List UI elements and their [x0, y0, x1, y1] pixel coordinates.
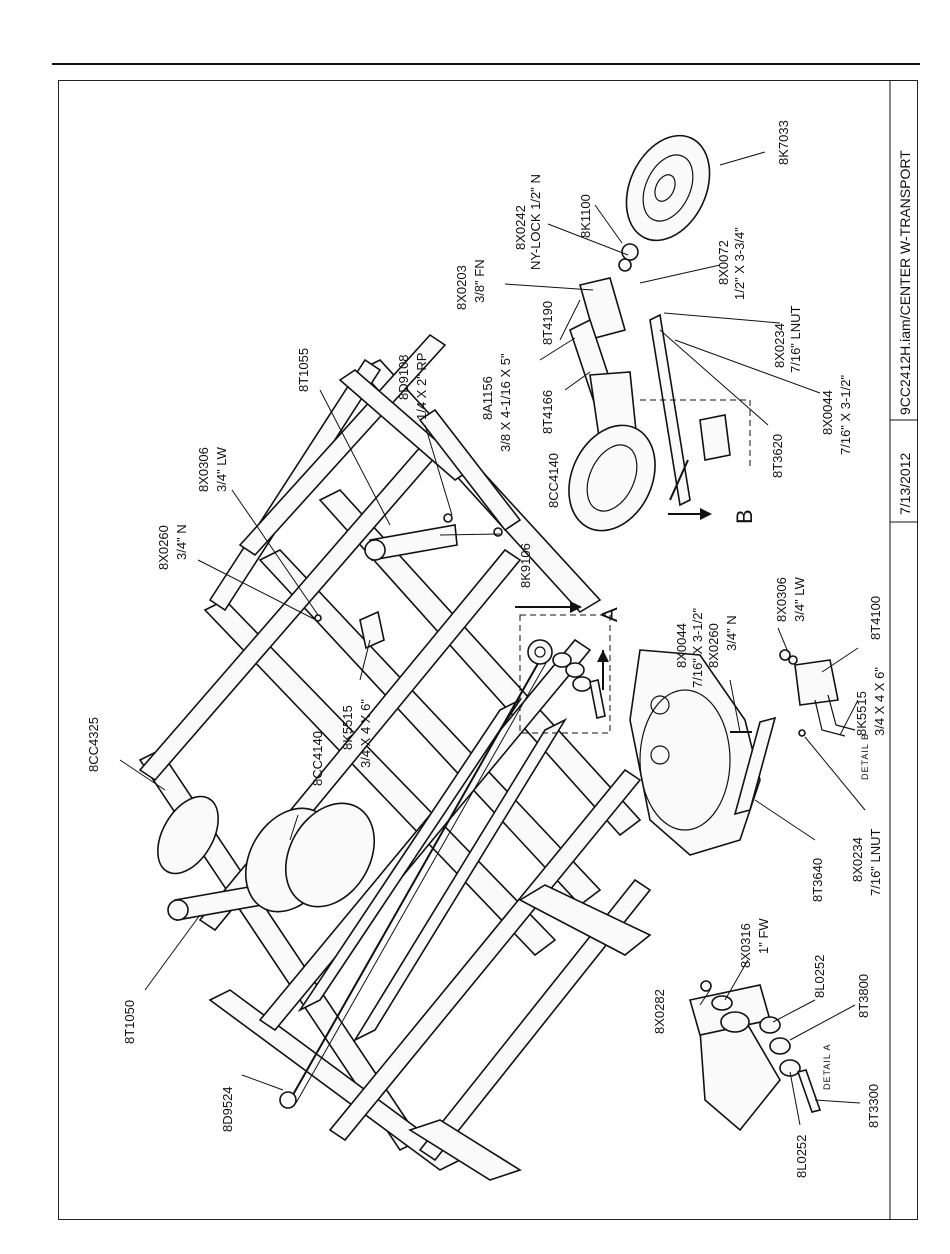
label-8x0044-top-desc: 7/16" X 3-1/2": [838, 375, 853, 455]
label-8x0282: 8X0282: [652, 989, 667, 1034]
main-frame-assembly: [138, 333, 652, 1181]
label-8t3800: 8T3800: [856, 974, 871, 1018]
label-8k1100: 8K1100: [578, 194, 593, 238]
title-block-date: 7/13/2012: [897, 453, 913, 515]
page-top-rule: [52, 63, 920, 65]
label-8cc4140-frame: 8CC4140: [310, 731, 325, 786]
view-a-marker: A: [515, 601, 622, 690]
label-8x0260-top-desc: 3/4" N: [174, 524, 189, 560]
title-block-file: 9CC2412H.iam/CENTER W-TRANSPORT: [897, 150, 913, 415]
label-8x0234-detail-desc: 7/16" LNUT: [868, 828, 883, 896]
wheel-arm-assembly: B: [568, 134, 757, 532]
view-letter-a: A: [597, 607, 622, 622]
label-8x0316-desc: 1" FW: [756, 918, 771, 954]
detail-a-label: DETAIL A: [822, 1043, 832, 1090]
label-8t4100: 8T4100: [868, 596, 883, 640]
label-8k5515-frame-id: 8K5515: [340, 705, 355, 750]
label-8l0252-lower: 8L0252: [794, 1135, 809, 1178]
label-8x0306-detail-desc: 3/4" LW: [792, 576, 807, 622]
label-8t4190: 8T4190: [540, 301, 555, 345]
label-8k5515-frame-desc: 3/4 X 4 X 6": [358, 699, 373, 768]
label-8x0306-detail-id: 8X0306: [774, 577, 789, 622]
label-8x0234-top-id: 8X0234: [772, 323, 787, 368]
label-8x0306-top-id: 8X0306: [196, 447, 211, 492]
label-8x0260-detail-desc: 3/4" N: [724, 615, 739, 651]
label-8t3300: 8T3300: [866, 1084, 881, 1128]
label-8x0316-id: 8X0316: [738, 923, 753, 968]
title-block: 9CC2412H.iam/CENTER W-TRANSPORT 7/13/201…: [889, 80, 918, 1220]
label-8t1055: 8T1055: [296, 348, 311, 392]
label-8x0072-id: 8X0072: [716, 240, 731, 285]
label-8t3640: 8T3640: [810, 858, 825, 902]
label-8k7033: 8K7033: [776, 120, 791, 165]
detail-a-assembly: DETAIL A: [688, 980, 832, 1132]
label-8t3620: 8T3620: [770, 434, 785, 478]
label-8x0072-desc: 1/2" X 3-3/4": [732, 227, 747, 300]
label-8x0260-top-id: 8X0260: [156, 525, 171, 570]
label-8t4166: 8T4166: [540, 390, 555, 434]
label-8x0203-id: 8X0203: [454, 265, 469, 310]
label-8k5515-detail-id: 8K5515: [854, 691, 869, 736]
label-8a1156-desc: 3/8 X 4-1/16 X 5": [498, 353, 513, 452]
label-8d9108-id: 8D9108: [396, 354, 411, 400]
label-8cc4140-top: 8CC4140: [546, 453, 561, 508]
label-8k5515-detail-desc: 3/4 X 4 X 6": [872, 667, 887, 736]
label-8l0252-upper: 8L0252: [812, 955, 827, 998]
label-8k9106: 8K9106: [518, 543, 533, 588]
detail-b-assembly: DETAIL B: [629, 649, 870, 856]
label-8x0242-desc: NY-LOCK 1/2" N: [528, 174, 543, 270]
label-8x0234-detail-id: 8X0234: [850, 837, 865, 882]
label-8x0242-id: 8X0242: [513, 205, 528, 250]
label-8cc4325: 8CC4325: [86, 717, 101, 772]
label-8t1050: 8T1050: [122, 1000, 137, 1044]
callouts: 8K7033 8K1100 8X0242 NY-LOCK 1/2" N 8X00…: [86, 120, 887, 1178]
drawing-frame: [58, 80, 918, 1220]
label-8d9108-desc: 1/4 X 2" RP: [414, 353, 429, 420]
view-letter-b: B: [732, 509, 757, 524]
label-8x0260-detail-id: 8X0260: [706, 623, 721, 668]
detail-b-label: DETAIL B: [860, 733, 870, 780]
label-8x0044-detail-desc: 7/16" X 3-1/2": [690, 608, 705, 688]
label-8x0203-desc: 3/8" FN: [472, 259, 487, 303]
label-8a1156-id: 8A1156: [480, 376, 495, 420]
label-8x0234-top-desc: 7/16" LNUT: [788, 305, 803, 373]
leader-lines: [119, 151, 866, 1126]
label-8x0306-top-desc: 3/4" LW: [214, 446, 229, 492]
label-8x0044-top-id: 8X0044: [820, 390, 835, 435]
label-8d9524: 8D9524: [220, 1086, 235, 1132]
label-8x0044-detail-id: 8X0044: [674, 623, 689, 668]
